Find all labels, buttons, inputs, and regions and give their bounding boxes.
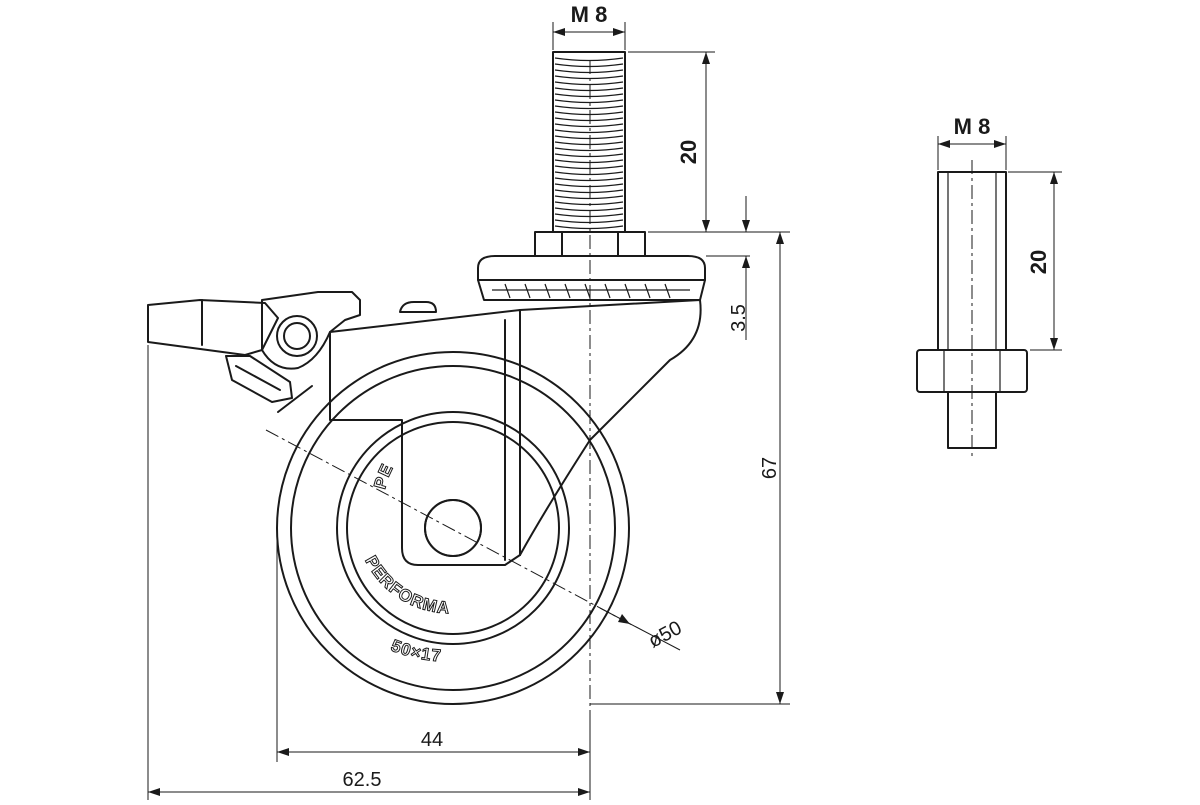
dimension-total-length: 62.5 xyxy=(147,345,590,800)
wheel-offset-label: 44 xyxy=(421,729,443,751)
stem-threads xyxy=(554,57,624,230)
brake-lever xyxy=(147,291,437,413)
swivel-head xyxy=(477,231,706,301)
swivel-bearing-ring xyxy=(477,279,706,301)
fork-plate xyxy=(329,309,521,566)
side-view-stem xyxy=(916,160,1028,460)
thread-length-side-label: 20 xyxy=(1026,250,1051,274)
hex-nut-facets xyxy=(561,231,619,257)
axle-bore-front xyxy=(424,499,482,557)
dimension-thread-main: M 8 xyxy=(552,2,626,50)
rivet xyxy=(399,301,437,313)
dimension-wheel-diameter: ø50 xyxy=(599,607,686,653)
stem-body xyxy=(552,51,626,233)
dimension-total-height: 67 xyxy=(590,231,790,705)
brake-shoe xyxy=(225,355,293,403)
wheel-hub-ring-inner xyxy=(346,421,560,635)
thread-side-label: M 8 xyxy=(954,114,991,139)
brake-pivot-inner xyxy=(283,322,311,350)
brake-pedal xyxy=(147,299,279,356)
wheel-hub-ring-outer xyxy=(336,411,570,645)
wheel-brand-partial-text: PE xyxy=(370,460,397,491)
thread-length-main-label: 20 xyxy=(676,140,701,164)
bearing-balls xyxy=(492,283,690,299)
dimension-thread-side: M 8 xyxy=(937,114,1007,170)
dimension-thread-length-main: 20 xyxy=(628,51,750,233)
total-height-label: 67 xyxy=(759,457,781,479)
brake-pad xyxy=(277,385,313,413)
dimension-plate-thickness: 3.5 xyxy=(706,196,750,340)
fork-arm xyxy=(519,299,702,556)
thread-main-label: M 8 xyxy=(571,2,608,27)
center-lines xyxy=(265,60,633,712)
wheel-size-text: 50×17 xyxy=(389,636,443,666)
brake-shoe-line xyxy=(235,365,281,391)
diameter-leader xyxy=(265,429,633,626)
plate-thickness-label: 3.5 xyxy=(728,304,750,332)
threaded-stem xyxy=(552,51,626,233)
dimension-wheel-offset: 44 xyxy=(276,528,591,800)
swivel-top-plate xyxy=(477,255,706,281)
total-length-label: 62.5 xyxy=(343,769,382,791)
dimension-thread-length-side: 20 xyxy=(1008,171,1062,351)
wheel-tread-line xyxy=(290,365,616,691)
brake-arm xyxy=(261,291,361,370)
wheel-brand-text: PERFORMA xyxy=(361,553,451,618)
brake-pivot-outer xyxy=(276,315,318,357)
wheel-diameter-label: ø50 xyxy=(645,617,686,653)
